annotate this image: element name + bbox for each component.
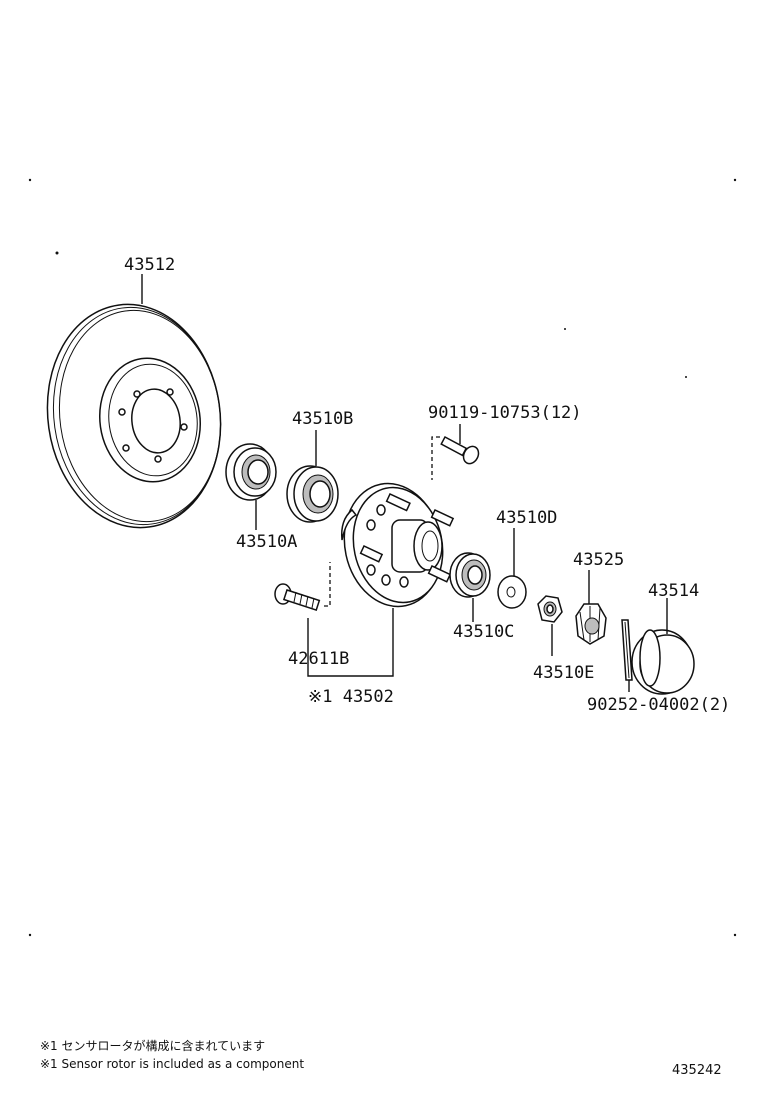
axle-hub-part <box>340 482 455 608</box>
lock-nut-part <box>575 603 607 645</box>
diagram-code: 435242 <box>672 1063 722 1078</box>
label-stud-bolt: 42611B <box>288 649 349 669</box>
label-hub-bolt: 90119-10753(12) <box>428 403 582 423</box>
label-outer-bearing: 43510B <box>292 409 353 429</box>
scan-specks <box>28 178 737 937</box>
outer-bearing-part <box>286 465 339 523</box>
stud-bolt-part <box>274 562 331 611</box>
hub-cap-part <box>631 629 695 695</box>
label-inner-bearing: 43510C <box>453 622 514 642</box>
nut-part <box>537 595 563 623</box>
thrust-washer-part <box>497 575 527 609</box>
hub-bolt-part <box>431 435 480 480</box>
footnote-english: ※1 Sensor rotor is included as a compone… <box>40 1057 304 1071</box>
inner-bearing-part <box>449 552 491 598</box>
brake-rotor-part <box>46 303 222 529</box>
footnote-japanese: ※1 センサロータが構成に含まれています <box>40 1038 265 1053</box>
cotter-pin-part <box>621 619 633 681</box>
label-cotter-pin: 90252-04002(2) <box>587 695 730 715</box>
label-nut: 43510E <box>533 663 594 683</box>
label-lock-nut: 43525 <box>573 550 624 570</box>
label-rotor: 43512 <box>124 255 175 275</box>
label-axle-hub: ※1 43502 <box>308 687 394 707</box>
oil-seal-part <box>225 443 277 501</box>
label-oil-seal: 43510A <box>236 532 297 552</box>
label-hub-cap: 43514 <box>648 581 699 601</box>
label-thrust-washer: 43510D <box>496 508 557 528</box>
